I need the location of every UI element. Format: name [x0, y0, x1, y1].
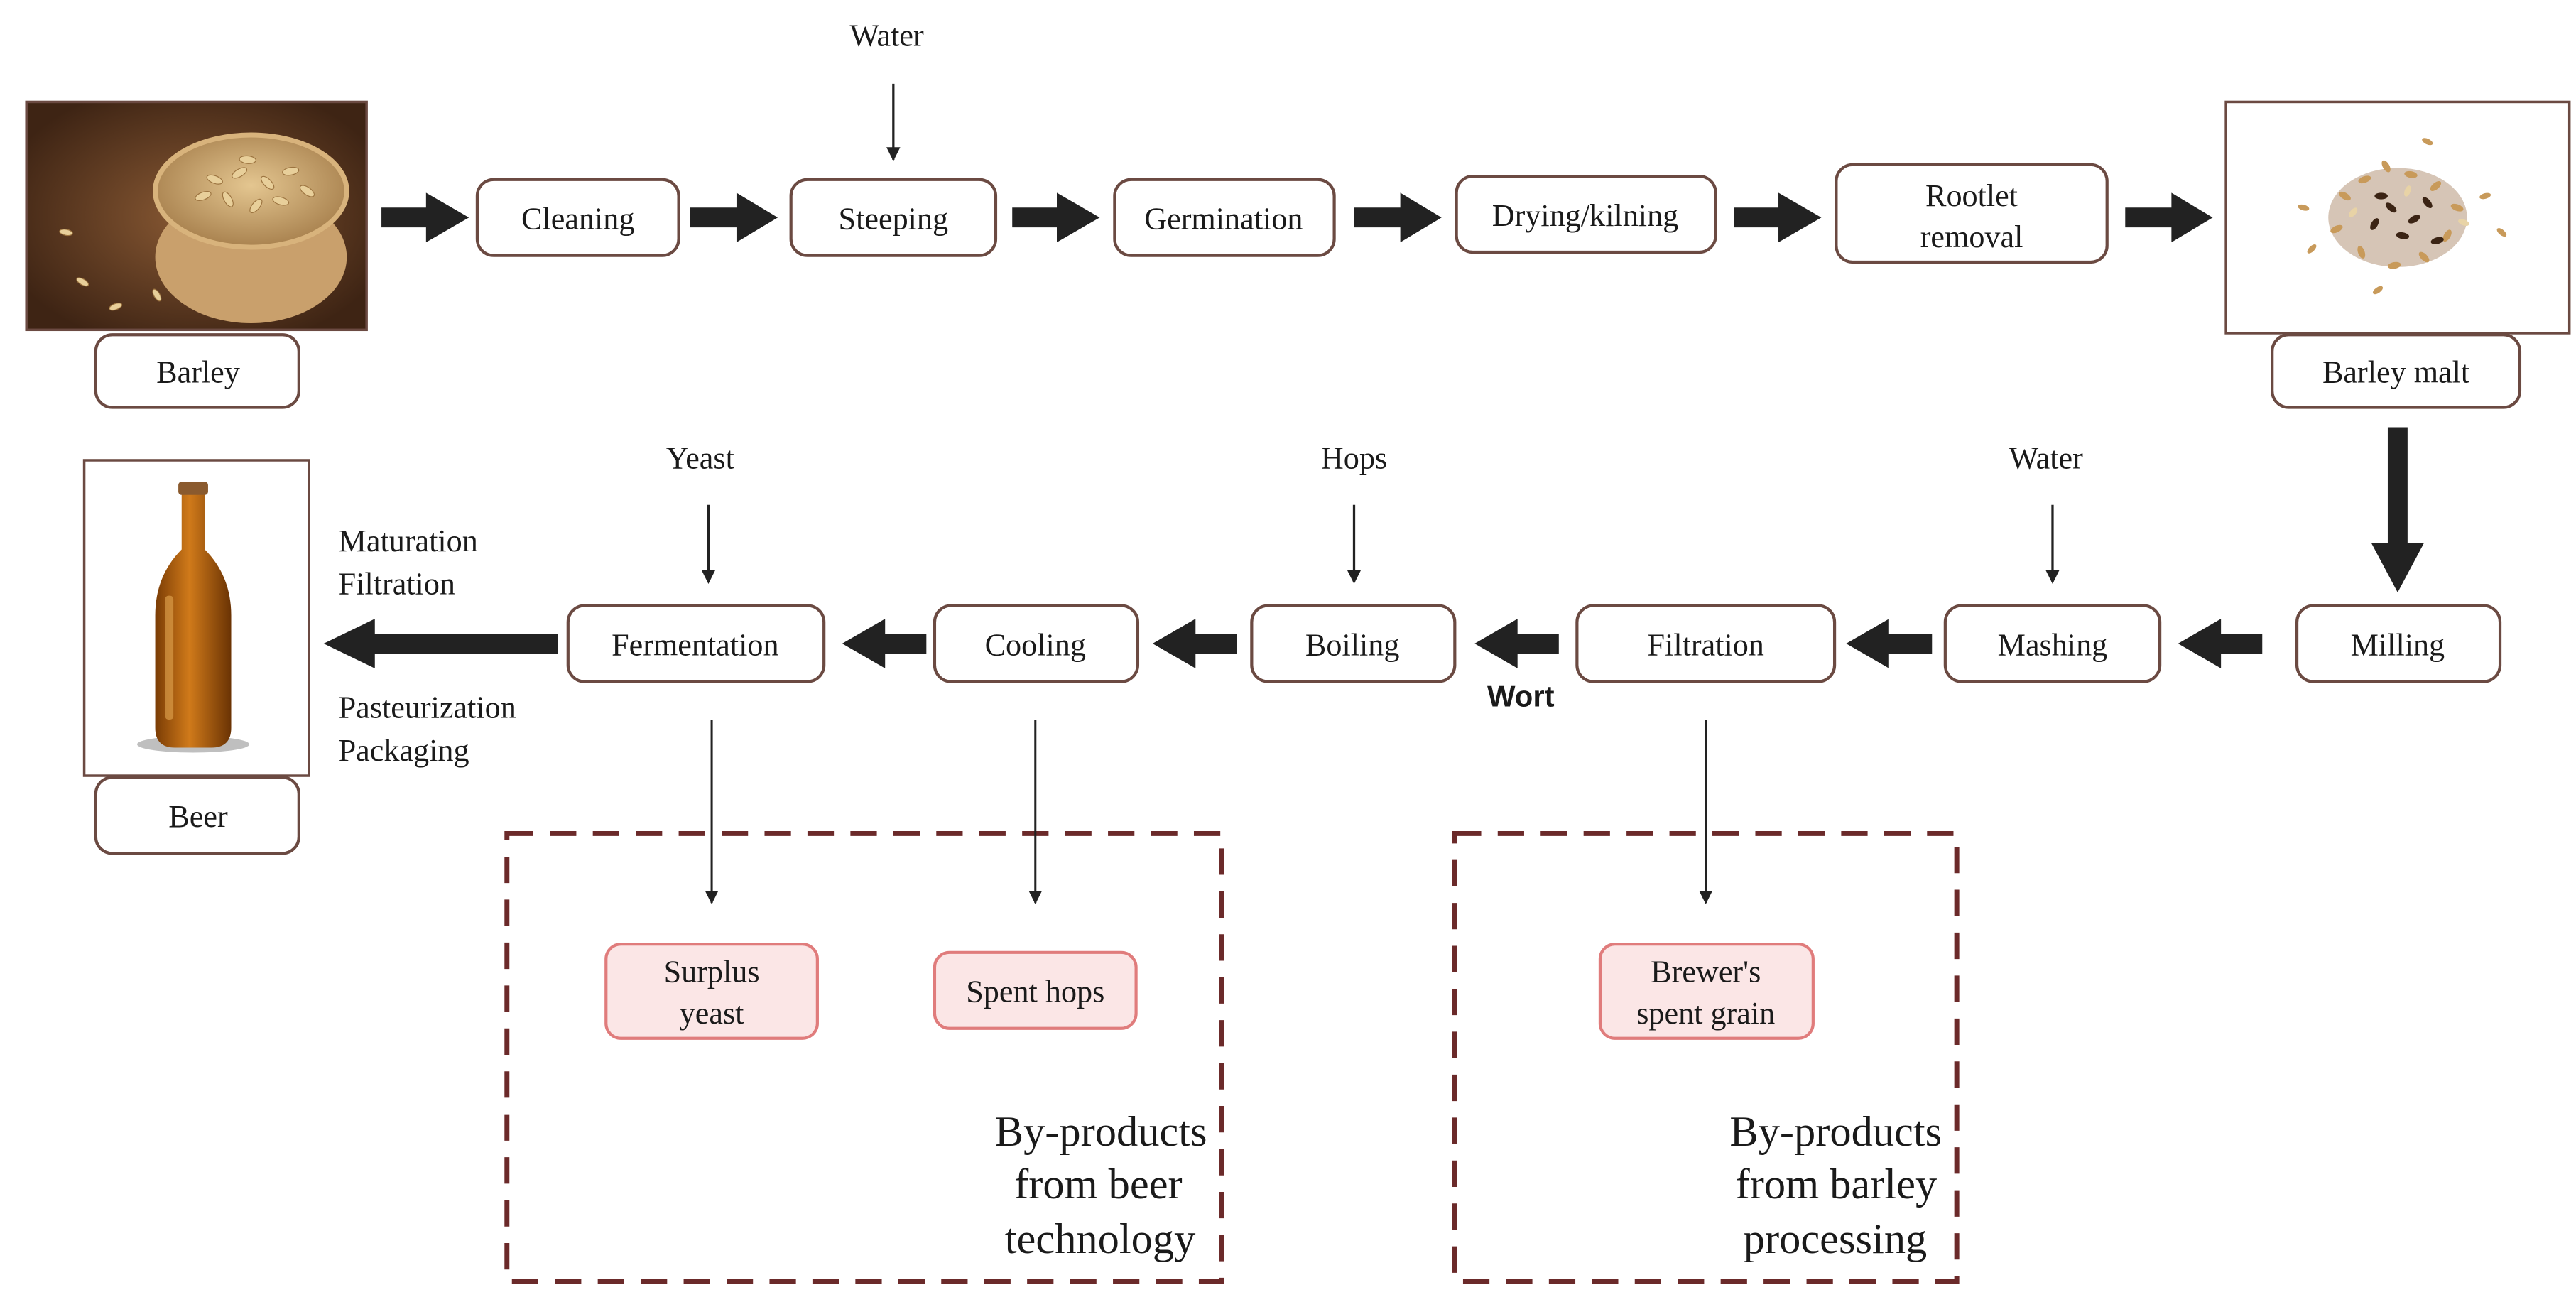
bottom-flow-arrows	[323, 619, 2263, 668]
spent-grain-line1: Brewer's	[1651, 955, 1761, 989]
barley-group-line2: from barley	[1736, 1161, 1938, 1208]
spent-hops-box	[933, 950, 1138, 1030]
step-milling: Milling	[2351, 627, 2445, 662]
step-filtration: Filtration	[1648, 627, 1764, 662]
barley-photo	[25, 100, 368, 332]
spent-grain-box	[1598, 943, 1815, 1040]
step-mashing: Mashing	[1998, 627, 2108, 662]
mash-water-input: Water	[2009, 441, 2084, 476]
post-step-packaging: Packaging	[339, 733, 469, 768]
post-step-maturation: Maturation	[339, 524, 478, 558]
step-rootlet-line1: Rootlet	[1925, 178, 2018, 213]
beer-group-line3: technology	[1005, 1215, 1196, 1263]
step-germination-box	[1113, 178, 1336, 257]
beer-group-line2: from beer	[1014, 1161, 1183, 1208]
step-milling-box	[2295, 604, 2502, 683]
wort-label: Wort	[1487, 679, 1555, 712]
top-water-input: Water	[849, 18, 924, 53]
barley-byproducts-frame	[1452, 830, 1960, 1284]
surplus-yeast-line2: yeast	[680, 996, 744, 1031]
malt-to-milling-arrow	[2371, 427, 2425, 592]
step-boiling: Boiling	[1305, 627, 1400, 662]
beer-label-box	[94, 776, 300, 855]
step-fermentation-box	[566, 604, 826, 683]
barley-group-line3: processing	[1744, 1215, 1927, 1263]
step-steeping: Steeping	[839, 201, 949, 236]
barley-label: Barley	[156, 355, 240, 390]
malt-label: Barley malt	[2322, 355, 2470, 390]
malt-label-box	[2271, 333, 2522, 409]
spent-grain-line2: spent grain	[1636, 996, 1775, 1031]
step-mashing-box	[1943, 604, 2162, 683]
step-rootlet-box	[1835, 163, 2109, 264]
barley-label-box	[94, 333, 300, 409]
yeast-input: Yeast	[666, 441, 735, 476]
post-step-pasteurization: Pasteurization	[339, 690, 516, 725]
step-filtration-box	[1575, 604, 1837, 683]
spent-hops: Spent hops	[966, 975, 1104, 1009]
step-cooling: Cooling	[985, 627, 1086, 662]
step-cooling-box	[933, 604, 1140, 683]
malt-photo	[2224, 100, 2571, 335]
step-fermentation: Fermentation	[612, 627, 778, 662]
barley-group-line1: By-products	[1729, 1108, 1942, 1156]
step-cleaning: Cleaning	[521, 201, 634, 236]
step-drying: Drying/kilning	[1492, 198, 1678, 233]
step-rootlet-line2: removal	[1920, 219, 2023, 254]
step-germination: Germination	[1144, 201, 1303, 236]
surplus-yeast-line1: Surplus	[664, 955, 760, 989]
beer-byproducts-frame	[504, 830, 1224, 1284]
step-drying-box	[1455, 174, 1717, 254]
step-boiling-box	[1250, 604, 1457, 683]
surplus-yeast-box	[604, 943, 819, 1040]
hops-input: Hops	[1321, 441, 1387, 476]
beer-label: Beer	[168, 799, 228, 834]
beer-group-line1: By-products	[995, 1108, 1207, 1156]
post-step-filtration: Filtration	[339, 566, 455, 601]
step-cleaning-box	[475, 178, 680, 257]
step-steeping-box	[789, 178, 998, 257]
top-flow-arrows	[381, 192, 2213, 243]
beer-photo	[82, 459, 310, 777]
